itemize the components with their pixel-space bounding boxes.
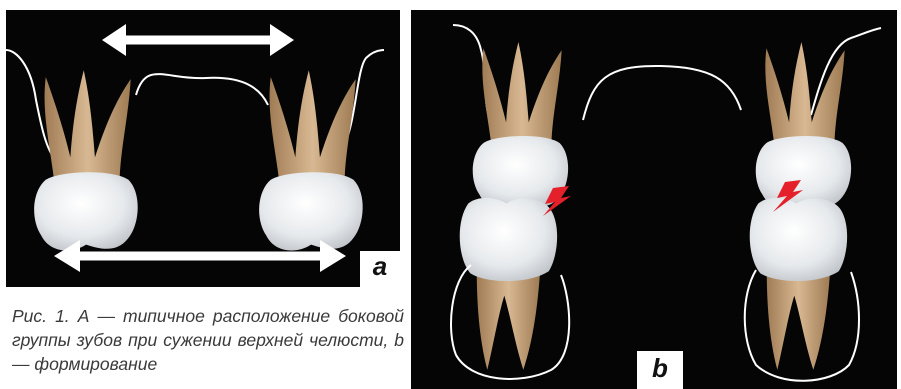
- arrow-top-icon: [102, 24, 294, 56]
- panel-a-label: a: [360, 251, 400, 287]
- figure-caption: Рис. 1. А — типичное расположение боково…: [12, 304, 404, 376]
- left-lower-molar: [460, 198, 557, 370]
- right-upper-molar: [756, 42, 851, 208]
- panel-b-label: b: [637, 351, 683, 389]
- panel-b-illustration: b: [411, 10, 897, 389]
- left-upper-molar: [473, 42, 568, 208]
- panel-a-illustration: a: [6, 10, 400, 287]
- left-upper-molar: [34, 70, 138, 250]
- right-upper-molar: [259, 70, 363, 250]
- right-lower-molar: [750, 198, 847, 370]
